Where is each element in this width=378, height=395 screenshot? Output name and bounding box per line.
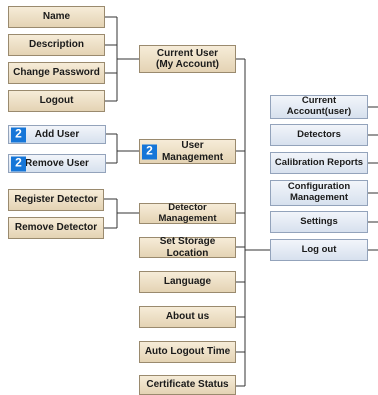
about-us-node: About us xyxy=(139,306,236,328)
logout-node: Logout xyxy=(8,90,105,112)
menu-settings[interactable]: Settings xyxy=(270,211,368,233)
auto-logout-time-node: Auto Logout Time xyxy=(139,341,236,363)
menu-configuration-management[interactable]: Configuration Management xyxy=(270,180,368,206)
set-storage-location-node: Set Storage Location xyxy=(139,236,236,259)
change-password-node: Change Password xyxy=(8,62,105,84)
detector-management-node: Detector Management xyxy=(139,202,236,224)
description-node: Description xyxy=(8,34,105,56)
add-user-node: 2 Add User xyxy=(8,125,106,144)
menu-detectors[interactable]: Detectors xyxy=(270,124,368,146)
admin-level-badge: 2 xyxy=(11,156,26,171)
remove-user-node: 2 Remove User xyxy=(8,154,106,173)
admin-level-badge: 2 xyxy=(11,127,26,142)
current-user-node: Current User (My Account) xyxy=(139,45,236,73)
menu-log-out[interactable]: Log out xyxy=(270,239,368,261)
user-management-node: 2 User Management xyxy=(139,139,236,164)
certificate-status-node: Certificate Status xyxy=(139,375,236,395)
register-detector-node: Register Detector xyxy=(8,189,104,211)
language-node: Language xyxy=(139,271,236,293)
remove-detector-node: Remove Detector xyxy=(8,217,104,239)
admin-level-badge: 2 xyxy=(142,144,157,159)
menu-current-account[interactable]: Current Account(user) xyxy=(270,95,368,119)
menu-calibration-reports[interactable]: Calibration Reports xyxy=(270,152,368,174)
name-node: Name xyxy=(8,6,105,28)
